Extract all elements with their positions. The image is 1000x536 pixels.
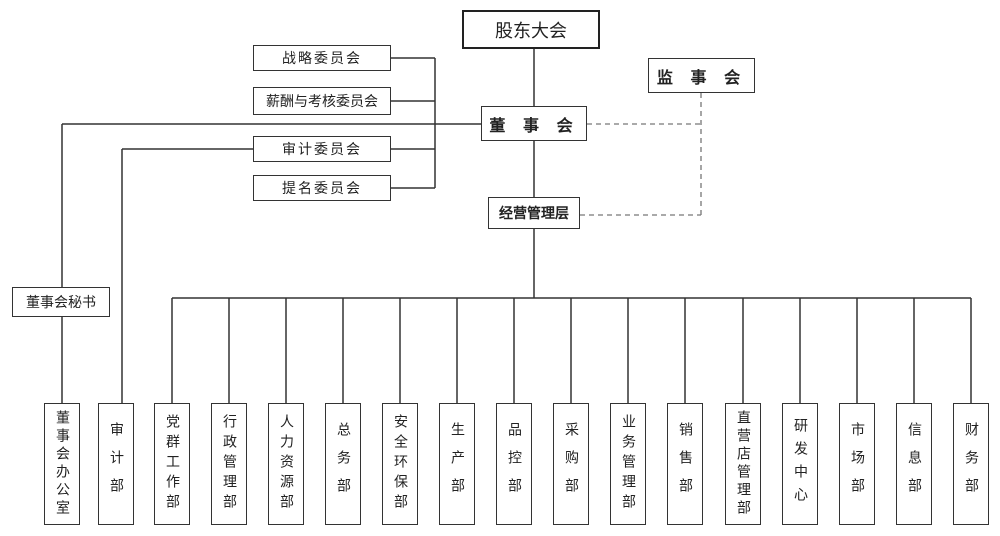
department-box: 信息部: [896, 403, 932, 525]
department-label: 品控部: [506, 422, 522, 506]
shareholders-meeting-box: 股东大会: [462, 10, 600, 49]
department-label: 直营店管理部: [735, 410, 751, 518]
department-box: 市场部: [839, 403, 875, 525]
committee-strategy: 战略委员会: [253, 45, 391, 71]
department-box: 审计部: [98, 403, 134, 525]
department-label: 审计部: [108, 422, 124, 506]
department-box: 安全环保部: [382, 403, 418, 525]
department-label: 安全环保部: [392, 414, 408, 514]
department-label: 党群工作部: [164, 414, 180, 514]
department-label: 生产部: [449, 422, 465, 506]
board-secretary-box: 董事会秘书: [12, 287, 110, 317]
department-box: 党群工作部: [154, 403, 190, 525]
department-label: 市场部: [849, 422, 865, 506]
department-label: 财务部: [963, 422, 979, 506]
department-box: 品控部: [496, 403, 532, 525]
department-label: 业务管理部: [620, 414, 636, 514]
department-box: 生产部: [439, 403, 475, 525]
department-label: 行政管理部: [221, 414, 237, 514]
department-label: 采购部: [563, 422, 579, 506]
department-label: 董事会办公室: [54, 410, 70, 518]
management-box: 经营管理层: [488, 197, 580, 229]
department-box: 业务管理部: [610, 403, 646, 525]
department-box: 直营店管理部: [725, 403, 761, 525]
department-box: 采购部: [553, 403, 589, 525]
department-box: 总务部: [325, 403, 361, 525]
board-of-directors-box: 董 事 会: [481, 106, 587, 141]
department-label: 销售部: [677, 422, 693, 506]
department-box: 研发中心: [782, 403, 818, 525]
department-box: 人力资源部: [268, 403, 304, 525]
committee-compensation: 薪酬与考核委员会: [253, 87, 391, 115]
department-box: 销售部: [667, 403, 703, 525]
department-box: 财务部: [953, 403, 989, 525]
department-box: 行政管理部: [211, 403, 247, 525]
department-label: 信息部: [906, 422, 922, 506]
committee-audit: 审计委员会: [253, 136, 391, 162]
department-label: 人力资源部: [278, 414, 294, 514]
department-label: 总务部: [335, 422, 351, 506]
committee-nomination: 提名委员会: [253, 175, 391, 201]
department-label: 研发中心: [792, 418, 808, 510]
supervisory-board-box: 监 事 会: [648, 58, 755, 93]
department-box: 董事会办公室: [44, 403, 80, 525]
